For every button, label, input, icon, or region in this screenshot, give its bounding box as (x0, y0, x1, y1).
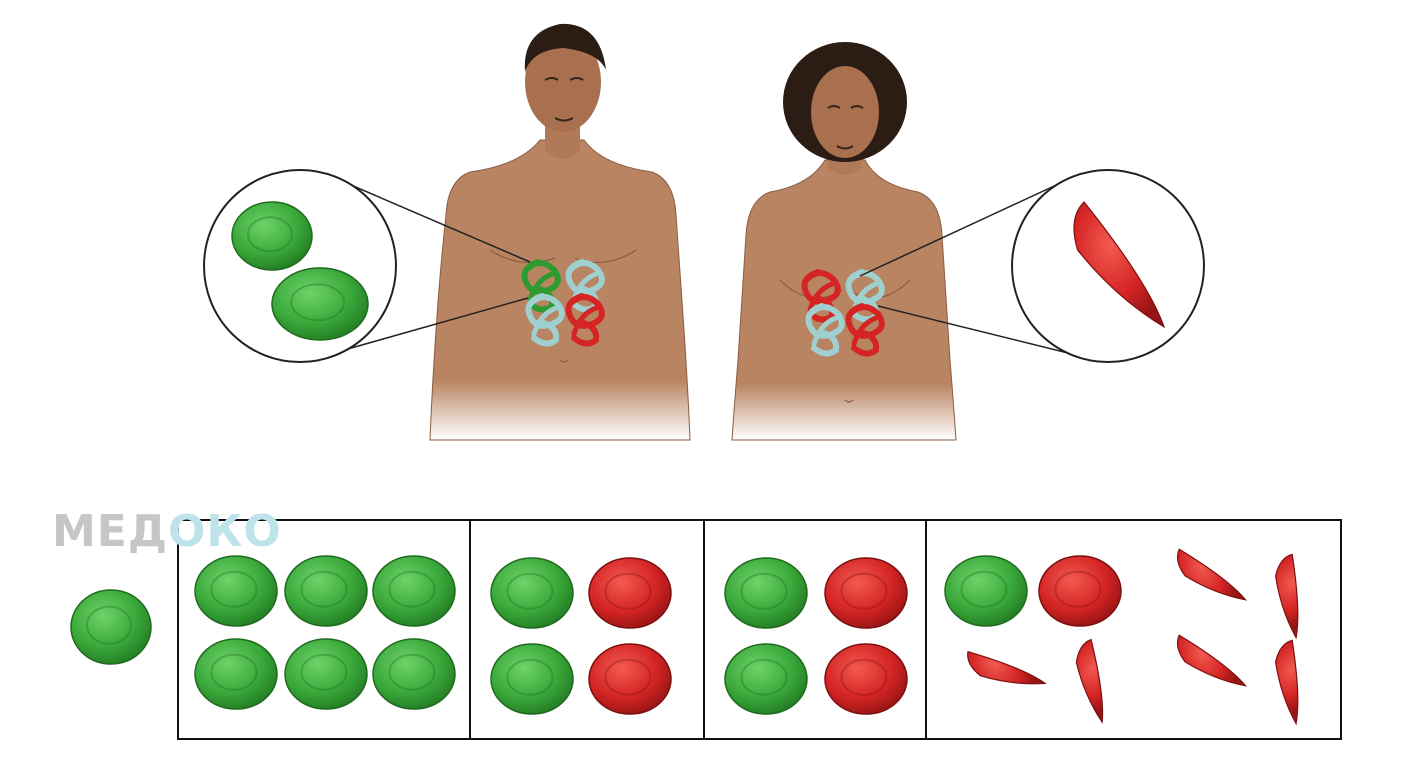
normal-cell (372, 638, 456, 710)
normal-cell (194, 638, 278, 710)
normal-cell (724, 643, 808, 715)
hemoglobin-subunit-red (845, 303, 885, 357)
sickle-cell (1274, 639, 1299, 726)
watermark-right: ОКО (168, 506, 282, 557)
sickle-cell (1176, 548, 1248, 601)
normal-cell (724, 557, 808, 629)
hemoglobin-subunit-red (801, 269, 841, 323)
female-magnifier (859, 169, 1205, 363)
normal-cell (70, 589, 152, 665)
female-torso (731, 159, 957, 441)
normal-cell (490, 643, 574, 715)
magnified-sickle-cell (1073, 201, 1166, 329)
sickle-cell (1176, 634, 1248, 687)
sickle-cell (1274, 553, 1299, 640)
normal-cell (944, 555, 1028, 627)
normal-cell (284, 638, 368, 710)
hemoglobin-subunit-red (565, 293, 605, 347)
trait-cell (824, 557, 908, 629)
watermark-left: МЕД (52, 506, 169, 557)
male-hair (524, 23, 606, 73)
panel-outer-frame (177, 519, 1342, 740)
normal-cell (194, 555, 278, 627)
hemoglobin-subunit-green (521, 259, 561, 313)
hemoglobin-subunit-light (805, 303, 845, 357)
normal-cell (372, 555, 456, 627)
panel-1 (194, 555, 456, 710)
watermark-logo: МЕДОКО (52, 510, 282, 554)
male-hemoglobin-cluster (521, 259, 605, 347)
trait-cell (1038, 555, 1122, 627)
hemoglobin-subunit-light (525, 293, 565, 347)
male-face (544, 77, 584, 122)
female-face (827, 105, 864, 150)
trait-cell (588, 557, 672, 629)
male-magnifier (203, 169, 531, 363)
trait-cell (824, 643, 908, 715)
male-figure (429, 23, 691, 441)
male-torso (429, 139, 691, 441)
legend-single (70, 589, 152, 665)
male-callout-line-bottom (329, 297, 529, 355)
normal-cell (490, 557, 574, 629)
magnified-normal-cell (231, 201, 313, 271)
magnified-normal-cell (271, 267, 369, 341)
female-callout-line-bottom (877, 305, 1081, 357)
panel-3 (724, 557, 908, 715)
sickle-cell (1075, 638, 1104, 724)
genotype-panels (70, 519, 1342, 740)
trait-cell (588, 643, 672, 715)
female-head (811, 66, 879, 158)
panel-2 (490, 557, 672, 715)
sickle-cell (967, 650, 1047, 685)
panel-4 (944, 548, 1299, 726)
female-hemoglobin-cluster (801, 269, 885, 357)
male-callout-line-top (329, 175, 531, 263)
female-callout-line-top (859, 173, 1081, 277)
female-figure (731, 42, 957, 441)
male-head (525, 32, 601, 132)
normal-cell (284, 555, 368, 627)
